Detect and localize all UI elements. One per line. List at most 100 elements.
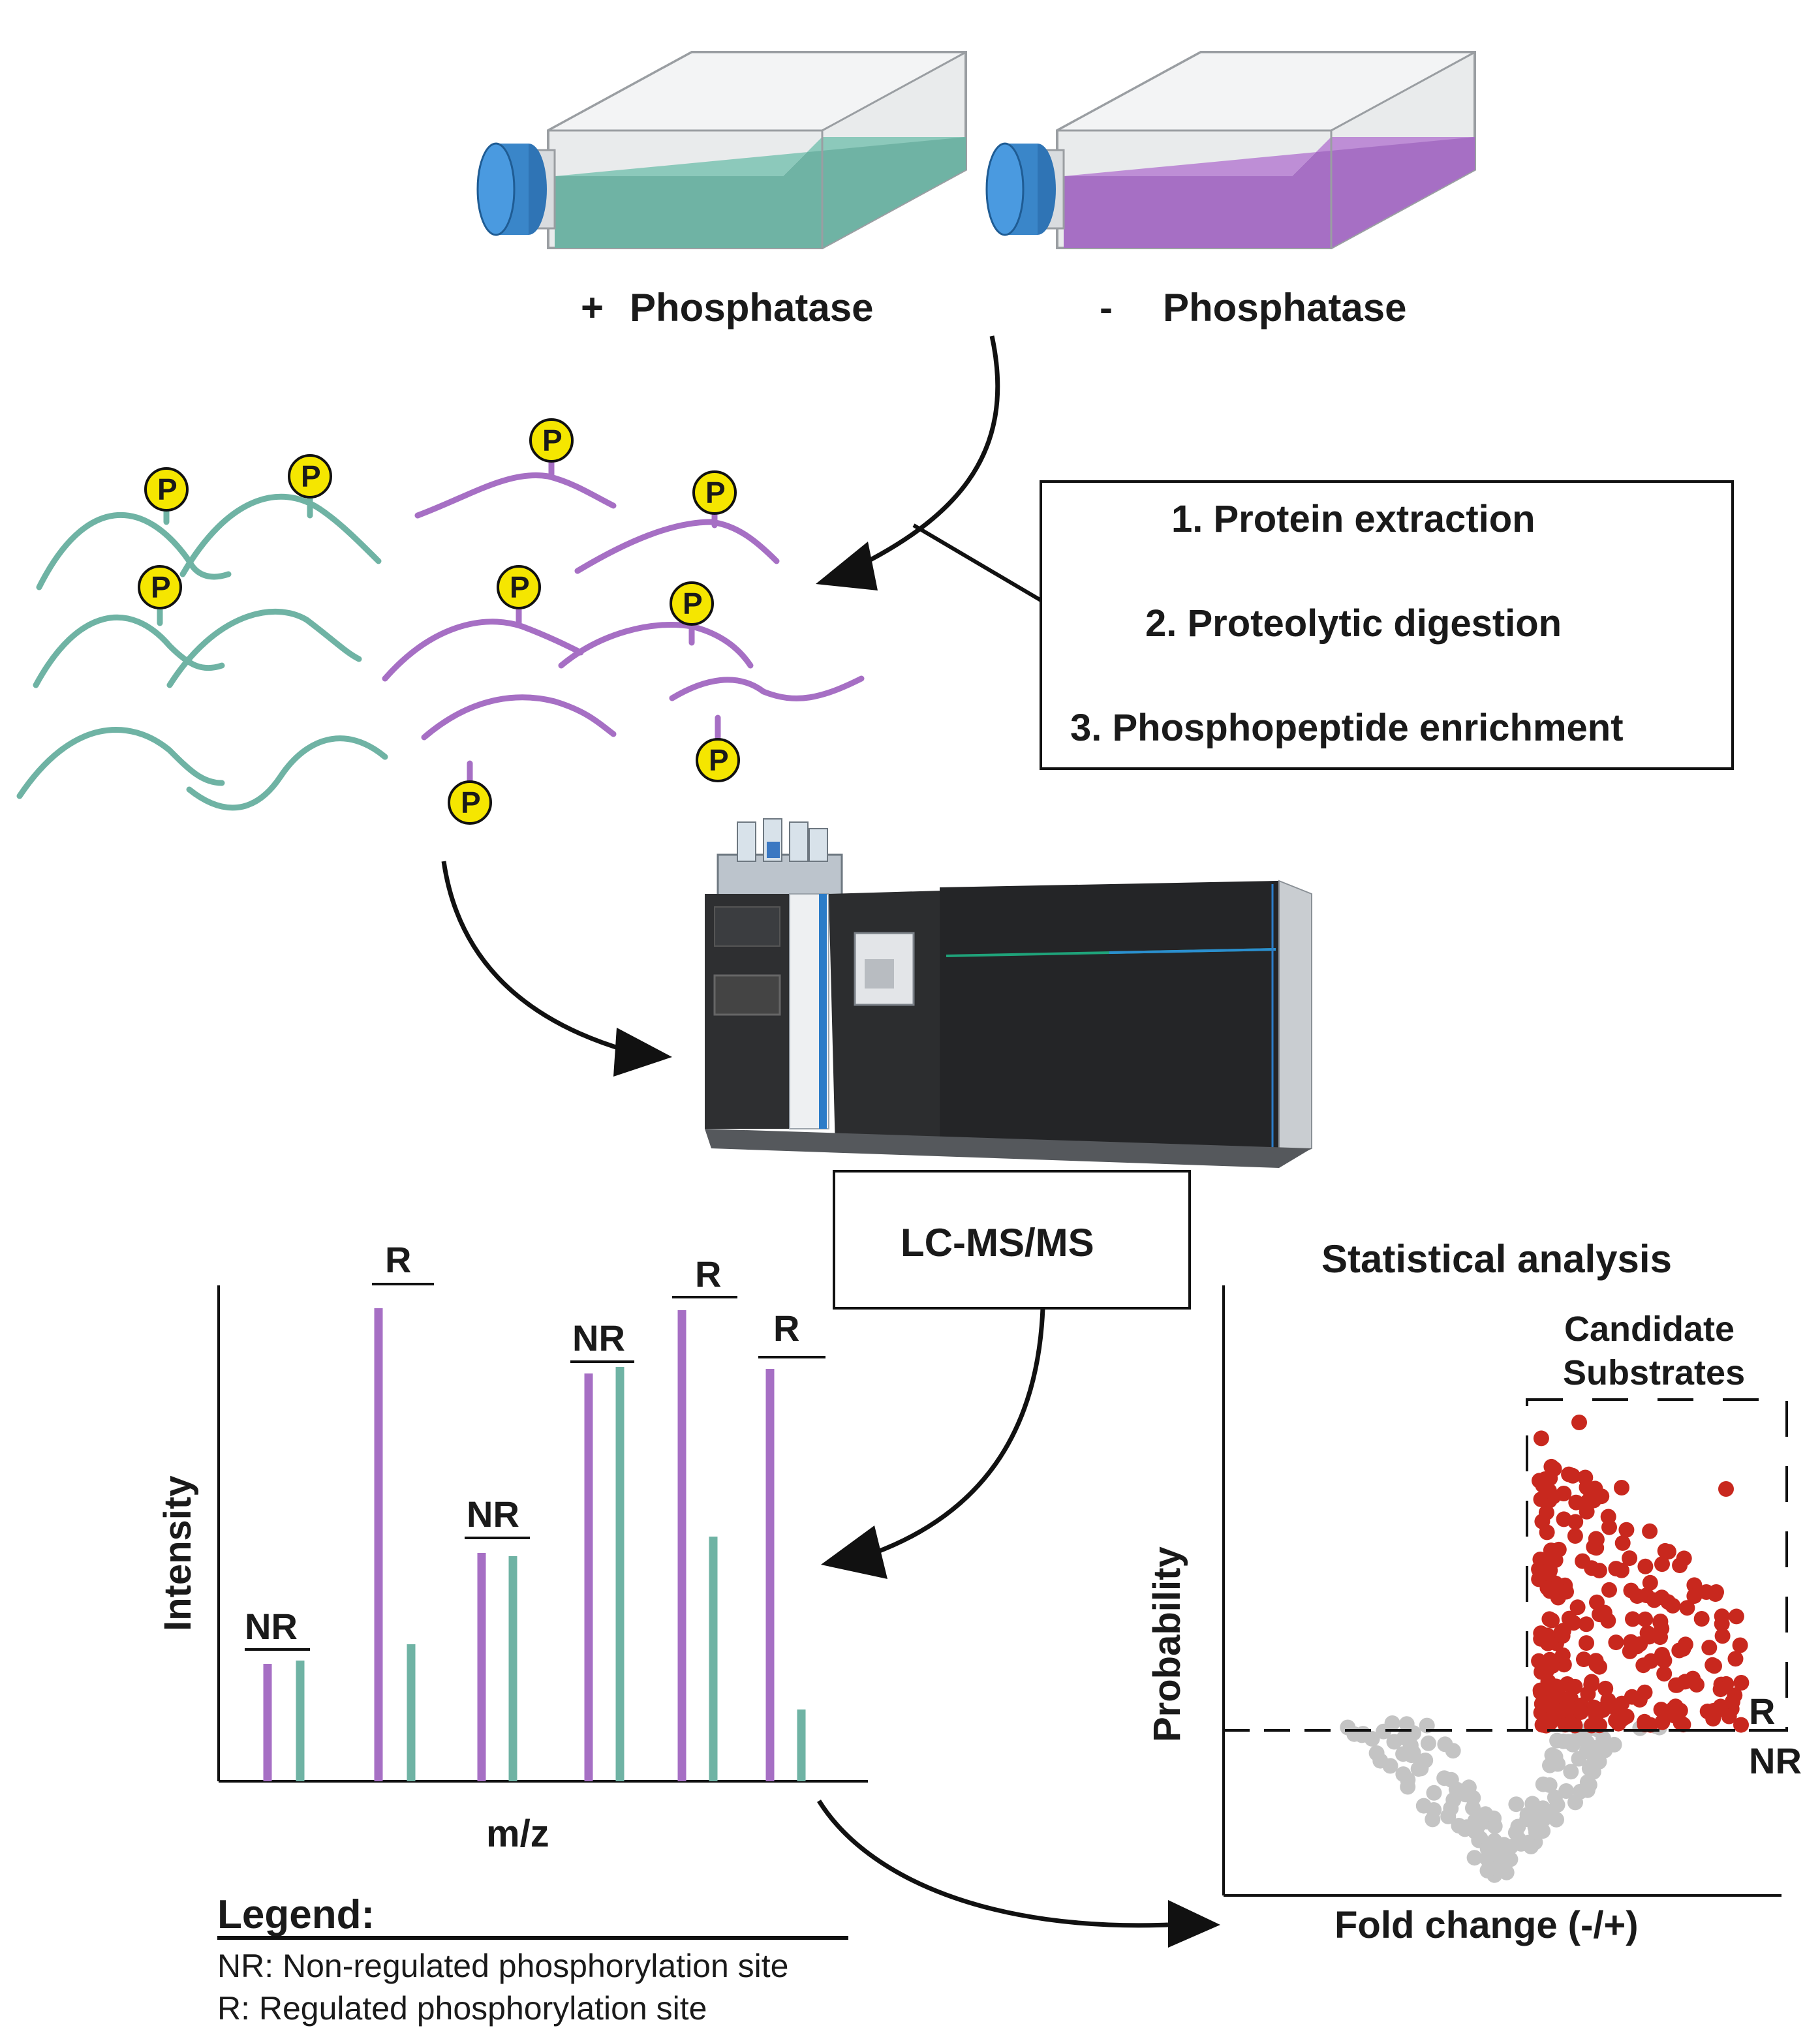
volcano-dot bbox=[1596, 1730, 1611, 1747]
arrowhead-spectrum bbox=[821, 1525, 887, 1579]
volcano-dot bbox=[1440, 1808, 1457, 1824]
candidate-line-2: Substrates bbox=[1563, 1353, 1745, 1392]
volcano-dot bbox=[1727, 1651, 1744, 1667]
volcano-dot bbox=[1631, 1692, 1648, 1708]
spectrum-x-label: m/z bbox=[486, 1813, 549, 1855]
volcano-dot bbox=[1542, 1711, 1558, 1728]
peak-label-5: R bbox=[695, 1253, 721, 1295]
volcano-dot bbox=[1668, 1677, 1684, 1693]
volcano-dot bbox=[1706, 1706, 1722, 1721]
volcano-dot bbox=[1637, 1611, 1654, 1627]
arrow-to-peptides bbox=[841, 335, 1000, 577]
volcano-dot bbox=[1596, 1604, 1612, 1621]
volcano-dot bbox=[1466, 1850, 1483, 1866]
volcano-dot bbox=[1733, 1717, 1749, 1733]
volcano-dot bbox=[1654, 1589, 1670, 1606]
volcano-dot bbox=[1725, 1694, 1740, 1709]
volcano-dot bbox=[1580, 1686, 1596, 1702]
volcano-dot bbox=[1654, 1714, 1671, 1730]
arrow-to-spectrum bbox=[873, 1308, 1045, 1556]
step-protein-extraction: 1. Protein extraction bbox=[1171, 498, 1535, 540]
volcano-dot bbox=[1582, 1744, 1598, 1760]
volcano-dot bbox=[1579, 1494, 1596, 1510]
volcano-dot bbox=[1714, 1616, 1730, 1632]
volcano-dot bbox=[1545, 1657, 1561, 1674]
volcano-dot bbox=[1642, 1574, 1658, 1591]
volcano-dot bbox=[1533, 1430, 1549, 1447]
volcano-dot bbox=[1608, 1634, 1624, 1651]
volcano-dot bbox=[1487, 1818, 1503, 1834]
candidate-substrates-box bbox=[1526, 1398, 1788, 1732]
volcano-dot bbox=[1498, 1864, 1515, 1880]
legend-item-nr: NR: Non-regulated phosphorylation site bbox=[217, 1948, 789, 1984]
volcano-dot bbox=[1568, 1494, 1584, 1510]
volcano-dot bbox=[1577, 1469, 1594, 1486]
arrow-to-instrument bbox=[441, 861, 627, 1053]
volcano-dot bbox=[1708, 1584, 1724, 1600]
volcano-dot bbox=[1618, 1522, 1635, 1538]
steps-box bbox=[1040, 480, 1734, 770]
volcano-dot bbox=[1549, 1732, 1566, 1749]
volcano-dot bbox=[1676, 1550, 1692, 1567]
volcano-dot bbox=[1549, 1797, 1566, 1813]
threshold-label-r: R bbox=[1749, 1691, 1775, 1732]
steps-connector bbox=[912, 523, 1042, 602]
volcano-dot bbox=[1657, 1542, 1673, 1559]
volcano-dot bbox=[1458, 1819, 1475, 1835]
volcano-dot bbox=[1686, 1588, 1703, 1604]
volcano-dot bbox=[1491, 1848, 1507, 1864]
peak-label-1: NR bbox=[245, 1606, 298, 1647]
threshold-label-nr: NR bbox=[1749, 1740, 1802, 1781]
volcano-dot bbox=[1637, 1717, 1653, 1732]
volcano-dot bbox=[1415, 1798, 1432, 1814]
volcano-dot bbox=[1413, 1754, 1429, 1770]
volcano-dot bbox=[1532, 1563, 1548, 1580]
volcano-dot bbox=[1535, 1776, 1551, 1792]
peak-label-2: R bbox=[385, 1239, 411, 1280]
volcano-dot bbox=[1584, 1674, 1599, 1690]
volcano-dot bbox=[1567, 1794, 1583, 1811]
volcano-dot bbox=[1591, 1701, 1607, 1717]
volcano-plot bbox=[1222, 1285, 1788, 1897]
arrowhead-peptides bbox=[816, 542, 878, 590]
phospho-groups: P P P P P P P P P bbox=[138, 418, 740, 825]
volcano-dot bbox=[1567, 1528, 1583, 1544]
volcano-dot bbox=[1540, 1635, 1556, 1651]
volcano-dot bbox=[1535, 1812, 1551, 1828]
lcms-label: LC-MS/MS bbox=[901, 1221, 1094, 1265]
volcano-dot bbox=[1721, 1708, 1737, 1725]
volcano-dot bbox=[1639, 1625, 1656, 1641]
volcano-dot bbox=[1637, 1558, 1654, 1574]
volcano-points bbox=[1340, 1415, 1750, 1883]
volcano-dot bbox=[1573, 1704, 1589, 1720]
volcano-dot bbox=[1541, 1482, 1557, 1499]
volcano-dot bbox=[1535, 1800, 1551, 1817]
volcano-dot bbox=[1642, 1523, 1658, 1539]
volcano-dot bbox=[1545, 1581, 1562, 1597]
volcano-dot bbox=[1614, 1480, 1629, 1495]
volcano-dot bbox=[1673, 1715, 1689, 1731]
volcano-dot bbox=[1386, 1734, 1402, 1750]
volcano-dot bbox=[1706, 1658, 1722, 1674]
volcano-dot bbox=[1511, 1831, 1527, 1847]
volcano-dot bbox=[1629, 1588, 1645, 1604]
volcano-dot bbox=[1601, 1519, 1617, 1535]
volcano-dot bbox=[1653, 1702, 1669, 1718]
volcano-dot bbox=[1425, 1811, 1441, 1828]
step-proteolytic-digestion: 2. Proteolytic digestion bbox=[1145, 602, 1562, 645]
volcano-dot bbox=[1372, 1753, 1389, 1769]
volcano-dot bbox=[1538, 1505, 1554, 1521]
flask-plus-phosphatase bbox=[476, 51, 967, 249]
volcano-dot bbox=[1714, 1628, 1731, 1644]
svg-text:P: P bbox=[151, 570, 171, 604]
volcano-dot bbox=[1671, 1642, 1688, 1659]
volcano-dot bbox=[1686, 1577, 1703, 1593]
peptides-purple bbox=[382, 453, 865, 786]
volcano-dot bbox=[1542, 1470, 1558, 1486]
volcano-x-label: Fold change (-/+) bbox=[1334, 1904, 1639, 1946]
volcano-dot bbox=[1667, 1698, 1684, 1715]
minus-phosphatase-label: Phosphatase bbox=[1163, 286, 1406, 330]
volcano-dot bbox=[1591, 1753, 1607, 1770]
svg-text:P: P bbox=[683, 587, 703, 621]
svg-text:P: P bbox=[709, 743, 729, 777]
